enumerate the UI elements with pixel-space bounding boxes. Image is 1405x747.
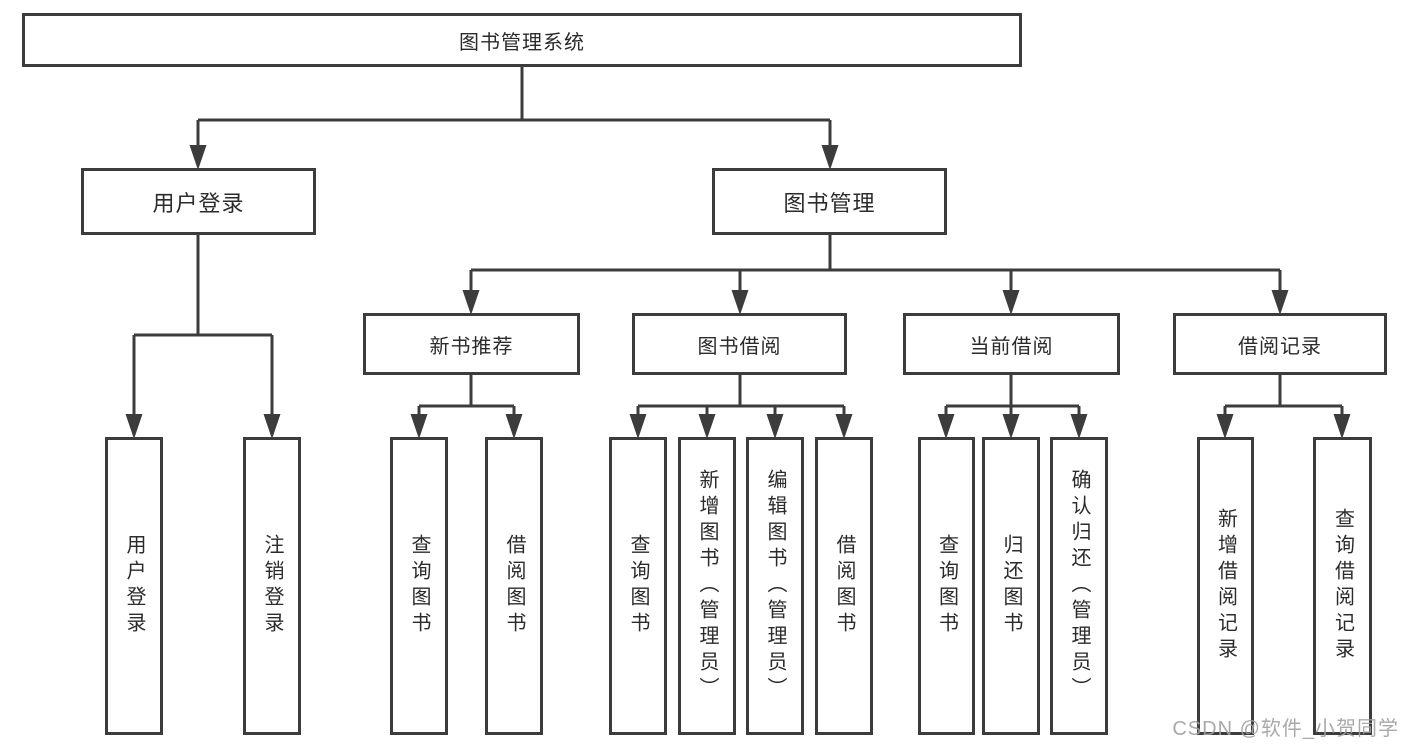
leaf-edit-books-admin: 编辑图书（管理员） [746, 437, 804, 735]
node-current-borrow: 当前借阅 [903, 313, 1120, 375]
leaf-query-borrow-record: 查询借阅记录 [1313, 437, 1372, 735]
leaf-edit-books-admin-label: 编辑图书（管理员） [764, 469, 786, 703]
node-root-label: 图书管理系统 [459, 31, 585, 54]
leaf-recommend-query-books: 查询图书 [390, 437, 448, 735]
leaf-borrow-query-books: 查询图书 [609, 437, 667, 735]
leaf-recommend-borrow-books-label: 借阅图书 [503, 534, 525, 638]
leaf-add-books-admin: 新增图书（管理员） [678, 437, 736, 735]
leaf-current-query-books: 查询图书 [918, 437, 975, 735]
leaf-borrow-books-label: 借阅图书 [833, 534, 855, 638]
node-root: 图书管理系统 [22, 13, 1022, 67]
leaf-current-query-books-label: 查询图书 [935, 534, 958, 638]
node-new-book-recommend: 新书推荐 [363, 313, 580, 375]
leaf-confirm-return-admin-label: 确认归还（管理员） [1068, 469, 1090, 703]
leaf-query-borrow-record-label: 查询借阅记录 [1331, 508, 1354, 664]
node-user-login-label: 用户登录 [152, 190, 245, 216]
csdn-watermark: CSDN @软件_小贺同学 [1172, 718, 1399, 740]
node-book-management-label: 图书管理 [783, 190, 876, 216]
leaf-recommend-borrow-books: 借阅图书 [485, 437, 543, 735]
leaf-add-books-admin-label: 新增图书（管理员） [696, 469, 718, 703]
node-borrow-records-label: 借阅记录 [1238, 335, 1322, 358]
node-book-management: 图书管理 [712, 168, 947, 235]
leaf-add-borrow-record: 新增借阅记录 [1197, 437, 1254, 735]
leaf-recommend-query-books-label: 查询图书 [408, 534, 430, 638]
node-borrow-records: 借阅记录 [1173, 313, 1387, 375]
node-book-borrow: 图书借阅 [632, 313, 847, 375]
node-new-book-recommend-label: 新书推荐 [429, 335, 514, 358]
node-book-borrow-label: 图书借阅 [697, 335, 782, 358]
node-user-login: 用户登录 [81, 168, 316, 235]
leaf-user-login: 用户登录 [105, 437, 163, 735]
leaf-return-books: 归还图书 [982, 437, 1040, 735]
leaf-confirm-return-admin: 确认归还（管理员） [1050, 437, 1108, 735]
node-current-borrow-label: 当前借阅 [969, 335, 1054, 358]
leaf-return-books-label: 归还图书 [1000, 534, 1022, 638]
leaf-logout-label: 注销登录 [261, 534, 283, 638]
leaf-user-login-label: 用户登录 [123, 534, 145, 638]
arrowhead-icons [125, 145, 1351, 439]
leaf-borrow-query-books-label: 查询图书 [627, 534, 649, 638]
leaf-add-borrow-record-label: 新增借阅记录 [1214, 508, 1237, 664]
leaf-borrow-books: 借阅图书 [815, 437, 873, 735]
leaf-logout: 注销登录 [243, 437, 301, 735]
